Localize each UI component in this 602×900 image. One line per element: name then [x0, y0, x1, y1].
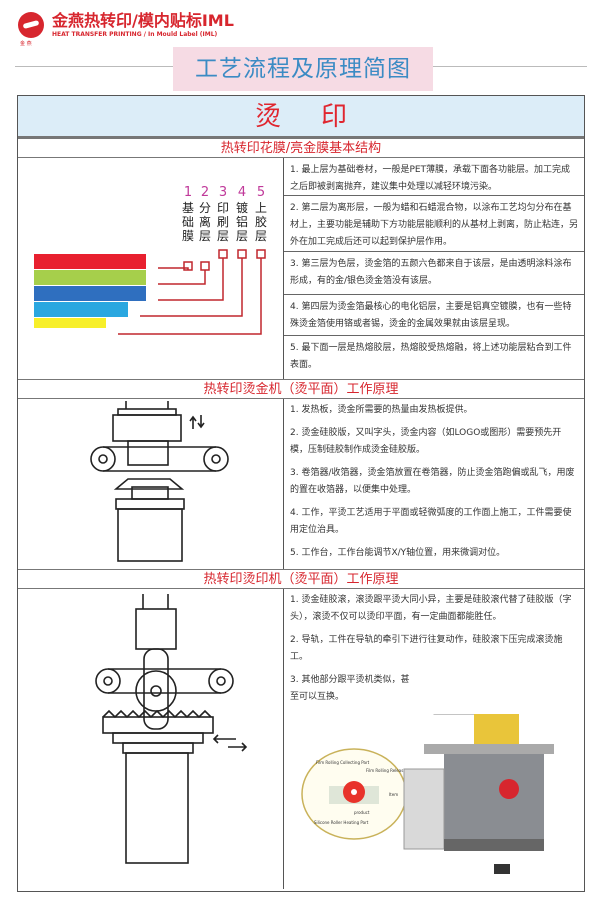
layer-label: 基	[182, 201, 194, 215]
section-3-title: 热转印烫印机（烫平面）工作原理	[18, 569, 584, 589]
layer-band	[34, 286, 146, 301]
swallow-logo-icon	[18, 12, 44, 38]
list-item: 2. 烫金硅胶版，又叫字头，烫金内容（如LOGO或图形）需要预先开模，压制硅胶制…	[290, 428, 562, 455]
layer-label: 膜	[182, 229, 194, 243]
foil-roller-right	[203, 446, 229, 472]
section-2-title: 热转印烫金机（烫平面）工作原理	[18, 379, 584, 399]
layer-number: 1	[184, 185, 192, 200]
work-table	[117, 508, 183, 562]
section-3-list: 1. 烫金硅胶滚，滚烫跟平烫大同小异，主要是硅胶滚代替了硅胶版（字头），滚烫不仅…	[283, 589, 584, 889]
list-item: 2. 第二层为离形层，一般为蜡和石蜡混合物，以涂布工艺均匀分布在基材上，主要功能…	[284, 196, 584, 252]
logo-mark-text: 金 燕	[20, 41, 32, 47]
page-title: 工艺流程及原理简图	[173, 47, 433, 91]
silicone-roller	[135, 670, 177, 712]
layer-label: 胶	[255, 214, 267, 229]
brand-name-en: HEAT TRANSFER PRINTING / In Mould Label …	[52, 31, 218, 38]
layer-marker	[256, 249, 266, 259]
list-item: 2. 导轨，工件在导轨的牵引下进行往复动作，硅胶滚下压完成滚烫施工。	[290, 635, 563, 662]
flat-stamping-sketch	[18, 399, 283, 569]
layer-band	[34, 302, 128, 317]
heating-plate	[112, 414, 182, 442]
list-item: 3. 卷箔器/收箔器，烫金箔放置在卷箔器，防止烫金箔跑偏或乱飞，用废的置在收箔器…	[290, 468, 575, 495]
layer-band	[34, 270, 146, 285]
roll-stamping-sketch	[18, 589, 283, 889]
layer-leader-line	[158, 267, 189, 270]
list-item: 1. 最上层为基础卷材，一般是PET薄膜，承载下面各功能层。加工完成之后即被剥离…	[284, 158, 584, 196]
inset-label: Item	[389, 792, 398, 797]
silicone-plate	[127, 440, 169, 466]
layer-marker	[237, 249, 247, 259]
list-item: 3. 其他部分跟平烫机类似，甚至可以互换。	[290, 675, 410, 702]
list-item: 1. 发热板，烫金所需要的热量由发热板提供。	[290, 405, 473, 415]
layer-label: 刷	[217, 215, 229, 229]
section-2-list: 1. 发热板，烫金所需要的热量由发热板提供。 2. 烫金硅胶版，又叫字头，烫金内…	[283, 399, 584, 569]
list-item: 5. 工作台，工作台能调节X/Y轴位置，用来微调对位。	[290, 548, 506, 558]
layer-label: 层	[199, 229, 211, 243]
foil-roller-left	[90, 446, 116, 472]
layer-leader-line	[118, 258, 262, 335]
layer-band	[34, 254, 146, 269]
layer-leader-line	[158, 270, 206, 285]
layer-label: 铝	[236, 214, 248, 229]
brand-name-cn: 金燕热转印/模内贴标IML	[52, 11, 234, 30]
layer-label: 镀	[236, 201, 248, 215]
layer-label: 印	[217, 201, 229, 215]
banner-title: 烫印	[18, 96, 584, 138]
layer-leader-line	[140, 258, 243, 317]
layer-label: 层	[255, 229, 267, 243]
layer-number: 3	[219, 185, 227, 200]
layer-number: 2	[201, 185, 209, 200]
section-1-title: 热转印花膜/亮金膜基本结构	[18, 138, 584, 158]
layer-label: 层	[217, 229, 229, 243]
inset-label: Film Rolling Releasing Part	[366, 768, 419, 773]
layer-number: 5	[257, 185, 265, 200]
layer-label: 础	[182, 215, 194, 229]
inset-label: product	[354, 810, 370, 815]
layer-marker	[218, 249, 228, 259]
layer-label: 分	[199, 201, 211, 215]
layer-marker	[200, 261, 210, 271]
layer-label: 上	[255, 201, 267, 215]
list-item: 3. 第三层为色层，烫金箔的五颜六色都来自于该层，是由透明涂料涂布形成，有的金/…	[284, 252, 584, 295]
inset-label: Silicone Roller Heating Part	[314, 820, 369, 825]
layer-number: 4	[238, 185, 246, 200]
layer-label: 离	[199, 214, 211, 229]
list-item: 1. 烫金硅胶滚，滚烫跟平烫大同小异，主要是硅胶滚代替了硅胶版（字头），滚烫不仅…	[290, 595, 572, 622]
list-item: 4. 工作，平烫工艺适用于平面或轻微弧度的工作面上施工，工件需要使用定位治具。	[290, 508, 572, 535]
layer-label: 层	[236, 229, 248, 243]
inset-label: Film Rolling Collecting Part	[316, 760, 370, 765]
layer-leader-line	[158, 258, 224, 301]
list-item: 4. 第四层为烫金箔最核心的电化铝层，主要是铝真空镀膜，也有一些特殊烫金箔使用铬…	[284, 295, 584, 336]
section-1-list: 1. 最上层为基础卷材，一般是PET薄膜，承载下面各功能层。加工完成之后即被剥离…	[283, 158, 584, 379]
brand-logo: 金 燕 金燕热转印/模内贴标IML HEAT TRANSFER PRINTING…	[18, 11, 234, 47]
list-item: 5. 最下面一层是热熔胶层，热熔胶受热熔融，将上述功能层粘合到工件表面。	[290, 343, 572, 370]
layer-band	[34, 318, 106, 328]
roll-stamping-machine-photo: Film Rolling Collecting Part Film Rollin…	[301, 714, 554, 874]
guide-rail	[102, 716, 214, 734]
